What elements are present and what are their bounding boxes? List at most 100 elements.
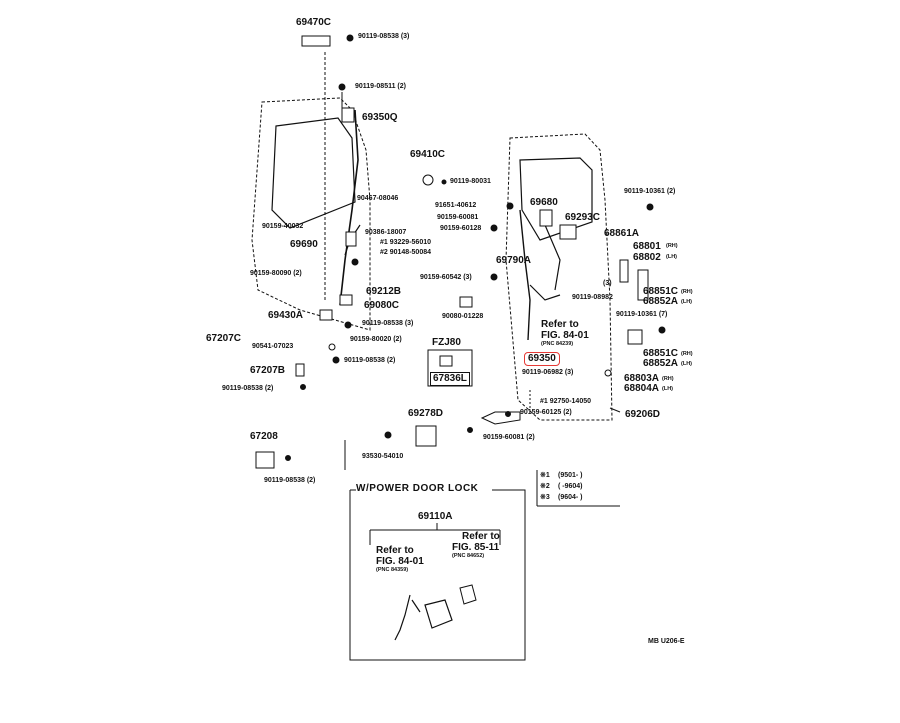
diagram-code: MB U206-E — [648, 638, 685, 645]
part-screw — [344, 321, 352, 329]
part-screw — [285, 455, 291, 461]
label-69080C: 69080C — [364, 300, 400, 311]
label-68852A-2: 68852A — [643, 358, 679, 369]
part-screw — [384, 431, 392, 439]
label-69410C: 69410C — [410, 149, 446, 160]
label-90386-18007: 90386-18007 — [365, 229, 407, 236]
label-90159-40032: 90159-40032 — [262, 223, 304, 230]
part-screw — [338, 83, 346, 91]
part-screw — [328, 343, 336, 351]
part-69680 — [539, 209, 553, 227]
label-68801-rh: (RH) — [666, 243, 678, 249]
label-69350-highlighted[interactable]: 69350 — [524, 352, 560, 366]
label-93530: 93530-54010 — [362, 453, 404, 460]
label-69690: 69690 — [290, 239, 318, 250]
part-screw — [467, 427, 473, 433]
part-screw — [490, 273, 498, 281]
part-clip — [422, 174, 434, 186]
legend-3-value: (9604- ) — [558, 494, 583, 501]
label-69110A: 69110A — [418, 511, 453, 522]
part-screw — [505, 411, 511, 417]
part-69080C — [339, 294, 353, 306]
label-qty-3: (3) — [603, 280, 612, 287]
part-90080 — [459, 296, 473, 308]
label-67207B: 67207B — [250, 365, 286, 376]
part-68803A — [627, 329, 643, 345]
label-90080-01228: 90080-01228 — [442, 313, 484, 320]
legend-2-value: ( -9604) — [558, 483, 583, 490]
part-screw — [346, 34, 354, 42]
right-door-outline — [505, 133, 613, 421]
label-69430A: 69430A — [268, 310, 304, 321]
part-screw — [490, 224, 498, 232]
part-screw — [351, 258, 359, 266]
label-68802-lh: (LH) — [666, 254, 677, 260]
label-pnc-84359: (PNC 84359) — [376, 567, 409, 573]
label-refer-3: Refer to — [462, 531, 500, 542]
part-69430A — [319, 309, 333, 321]
part-69293C — [559, 224, 577, 240]
part-69470C — [301, 35, 331, 47]
legend-3-mark: ※3 — [540, 494, 550, 501]
label-90148: #2 90148-50084 — [380, 249, 431, 256]
label-90159-60081-2: 90159-60081 (2) — [483, 434, 535, 441]
label-90159-80020: 90159-80020 (2) — [350, 336, 402, 343]
label-90159-60081: 90159-60081 — [437, 214, 479, 221]
part-69350Q — [341, 107, 355, 123]
power-lock-box — [349, 489, 526, 661]
label-93229: #1 93229-56010 — [380, 239, 431, 246]
label-68801: 68801 — [633, 241, 661, 252]
left-door-outline — [251, 97, 371, 331]
label-pnc-84652: (PNC 84652) — [452, 553, 485, 559]
label-fig-84-01-b: FIG. 84-01 — [376, 556, 424, 567]
label-90159-80090: 90159-80090 (2) — [250, 270, 302, 277]
legend-1-mark: ※1 — [540, 472, 550, 479]
power-lock-connector — [459, 584, 477, 605]
label-69790A: 69790A — [496, 255, 532, 266]
label-90159-60542: 90159-60542 (3) — [420, 274, 472, 281]
label-90119-08982: 90119-08982 — [572, 294, 613, 301]
label-69350Q: 69350Q — [362, 112, 398, 123]
label-68852A-2-lh: (LH) — [681, 361, 692, 367]
part-screw — [604, 369, 612, 377]
right-lock-rod — [519, 209, 531, 341]
label-90119-06982: 90119-06982 (3) — [522, 369, 574, 376]
label-68852A: 68852A — [643, 296, 679, 307]
label-fzj80: FZJ80 — [432, 337, 461, 348]
label-90119-08538-2c: 90119-08538 (2) — [264, 477, 316, 484]
legend-1-value: (9501- ) — [558, 472, 583, 479]
label-90159-60128: 90159-60128 — [440, 225, 482, 232]
label-90119-08538-3b: 90119-08538 (3) — [362, 320, 414, 327]
part-69278D — [415, 425, 437, 447]
right-link — [544, 224, 561, 291]
label-67207C: 67207C — [206, 333, 242, 344]
part-69690 — [345, 231, 357, 247]
label-69278D: 69278D — [408, 408, 444, 419]
label-68851C-2: 68851C — [643, 348, 679, 359]
part-screw — [506, 202, 514, 210]
label-90119-08538-2: 90119-08538 (2) — [344, 357, 396, 364]
power-lock-actuator — [424, 599, 453, 629]
part-screw — [441, 179, 447, 185]
right-cable — [529, 284, 561, 301]
part-68851C — [637, 269, 649, 301]
fzj80-box — [427, 349, 473, 387]
label-68852A-lh: (LH) — [681, 299, 692, 305]
left-door-window — [271, 117, 356, 229]
label-90119-10361-2: 90119-10361 (2) — [624, 188, 676, 195]
label-90119-08511-2: 90119-08511 (2) — [355, 83, 406, 90]
part-68801 — [619, 259, 629, 283]
label-fig-84-01: FIG. 84-01 — [541, 330, 589, 341]
label-69212B: 69212B — [366, 286, 402, 297]
part-screw — [332, 356, 340, 364]
label-69680: 69680 — [530, 197, 558, 208]
label-68804A: 68804A — [624, 383, 660, 394]
label-67208: 67208 — [250, 431, 278, 442]
label-68851C-2-rh: (RH) — [681, 351, 693, 357]
leader — [609, 407, 621, 413]
label-69470C: 69470C — [296, 17, 332, 28]
label-pnc-84239: (PNC 84239) — [541, 341, 574, 347]
label-68861A: 68861A — [604, 228, 640, 239]
label-90119-80031: 90119-80031 — [450, 178, 491, 185]
